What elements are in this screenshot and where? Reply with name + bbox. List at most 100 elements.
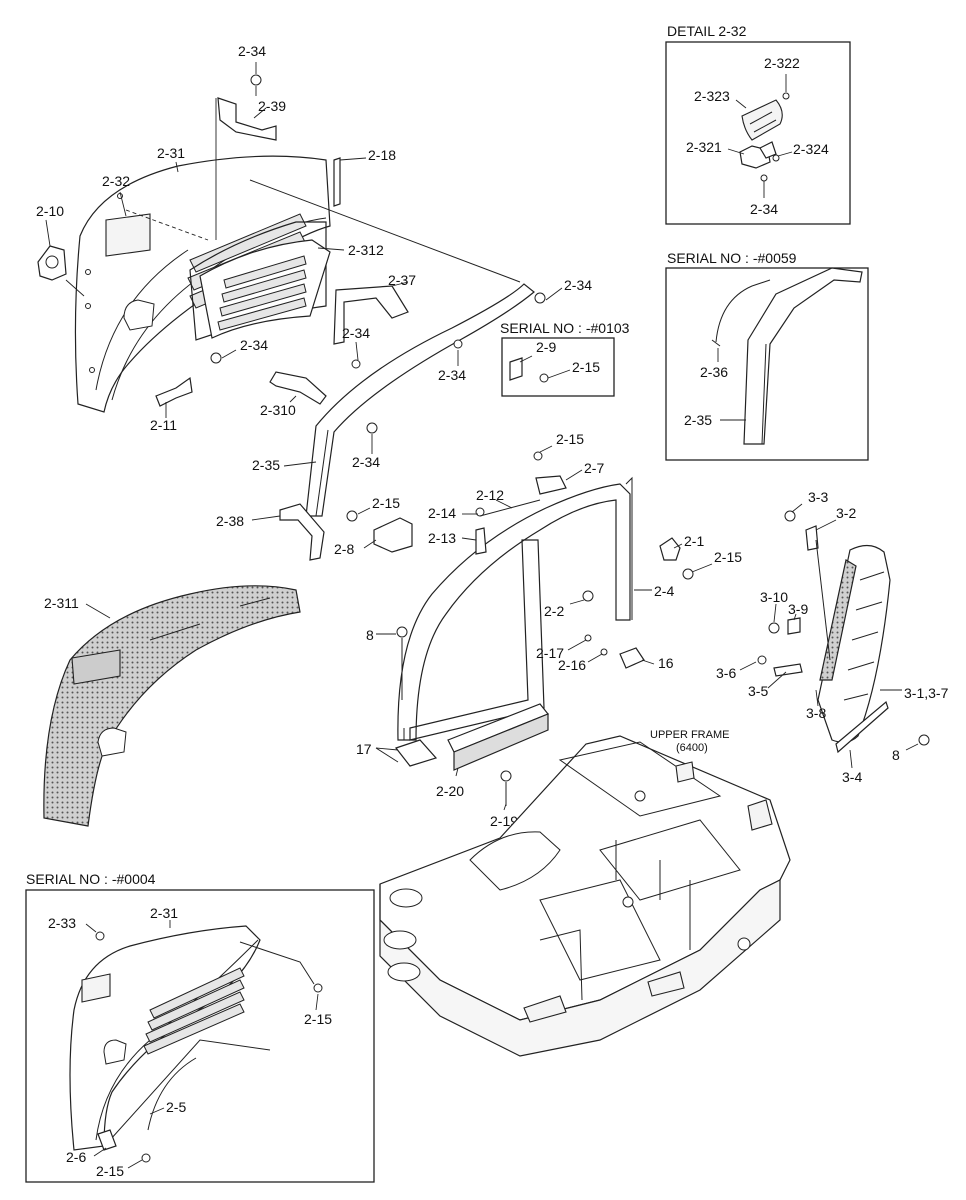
bolt-2-15 — [539, 373, 549, 383]
lamp-2-10 — [37, 245, 85, 297]
label-2-16: 2-16 — [558, 657, 586, 673]
detail-title: DETAIL 2-32 — [667, 23, 747, 39]
label-2-34-top: 2-34 — [238, 43, 266, 59]
serial-0004-title: SERIAL NO : -#0004 — [26, 871, 156, 887]
label-2-34: 2-34 — [750, 201, 778, 217]
part-3-5 — [773, 663, 803, 677]
label-2-7: 2-7 — [584, 460, 604, 476]
part-16 — [619, 647, 645, 669]
label-2-35: 2-35 — [252, 457, 280, 473]
label-2-5: 2-5 — [166, 1099, 186, 1115]
label-2-10: 2-10 — [36, 203, 64, 219]
part-2-13 — [475, 527, 487, 555]
label-3-4: 3-4 — [842, 769, 862, 785]
part-17 — [395, 739, 438, 767]
label-3-1-3-7: 3-1,3-7 — [904, 685, 949, 701]
arm-2-35 — [305, 283, 535, 517]
label-2-32: 2-32 — [102, 173, 130, 189]
label-2-323: 2-323 — [694, 88, 730, 104]
label-2-6: 2-6 — [66, 1149, 86, 1165]
bracket-2-11 — [155, 376, 193, 407]
label-2-9: 2-9 — [536, 339, 556, 355]
label-2-15-a: 2-15 — [572, 359, 600, 375]
bracket-2-36 — [715, 279, 771, 343]
label-3-2: 3-2 — [836, 505, 856, 521]
label-2-20: 2-20 — [436, 783, 464, 799]
label-17: 17 — [356, 741, 372, 757]
screw-2-322 — [782, 92, 790, 100]
label-2-31: 2-31 — [157, 145, 185, 161]
label-2-35: 2-35 — [684, 412, 712, 428]
cover-2-31 — [74, 155, 331, 413]
label-2-4: 2-4 — [654, 583, 674, 599]
bracket-2-38 — [279, 503, 325, 561]
detail-2-32-box: DETAIL 2-32 2-322 2-323 2-321 2-324 2-34 — [665, 23, 851, 225]
upper-frame: UPPER FRAME (6400) — [379, 729, 791, 1057]
label-2-15-c: 2-15 — [372, 495, 400, 511]
label-3-9: 3-9 — [788, 601, 808, 617]
serial-0103-title: SERIAL NO : -#0103 — [500, 320, 630, 336]
label-2-36: 2-36 — [700, 364, 728, 380]
label-3-5: 3-5 — [748, 683, 768, 699]
label-3-10: 3-10 — [760, 589, 788, 605]
plate-2-9 — [509, 357, 523, 381]
side-labels: 3-3 3-2 3-10 3-9 3-6 3-5 3-8 3-1,3-7 3-4… — [716, 489, 949, 785]
label-2-11: 2-11 — [150, 417, 177, 433]
frame-labels: 2-15 2-7 2-12 2-14 2-15 2-13 2-8 2-1 2-1… — [334, 431, 742, 829]
label-2-311: 2-311 — [44, 595, 79, 611]
label-2-38: 2-38 — [216, 513, 244, 529]
bracket-2-37 — [333, 285, 409, 345]
part-2-8 — [373, 517, 413, 553]
insulation-2-311 — [43, 585, 301, 827]
label-2-324: 2-324 — [793, 141, 829, 157]
label-2-39: 2-39 — [258, 98, 286, 114]
part-3-2 — [805, 525, 819, 551]
cover-plate-2-323 — [741, 99, 783, 141]
side-cover-3-1 — [757, 510, 930, 754]
label-2-34-f: 2-34 — [352, 454, 380, 470]
panel-2-32 — [105, 213, 151, 257]
label-2-15-d: 2-15 — [714, 549, 742, 565]
label-2-15-b: 2-15 — [556, 431, 584, 447]
bracket-2-39 — [215, 97, 277, 240]
label-2-310: 2-310 — [260, 402, 296, 418]
bolt-2-34-top — [250, 74, 262, 86]
upper-frame-number: (6400) — [676, 742, 708, 754]
label-2-17: 2-17 — [536, 645, 564, 661]
label-2-15-e: 2-15 — [304, 1011, 332, 1027]
label-3-8: 3-8 — [806, 705, 826, 721]
label-2-31-b: 2-31 — [150, 905, 178, 921]
strip-3-4 — [835, 700, 889, 754]
label-2-8: 2-8 — [334, 541, 354, 557]
label-2-14: 2-14 — [428, 505, 456, 521]
serial-0059-box: SERIAL NO : -#0059 2-36 2-35 — [665, 250, 869, 461]
part-2-1 — [659, 537, 681, 561]
label-2-13: 2-13 — [428, 530, 456, 546]
label-2-12: 2-12 — [476, 487, 504, 503]
label-8-right: 8 — [892, 747, 900, 763]
label-2-34-b: 2-34 — [342, 325, 370, 341]
label-8-left: 8 — [366, 627, 374, 643]
frame-2-35 — [743, 267, 863, 445]
label-2-1: 2-1 — [684, 533, 704, 549]
upper-frame-title: UPPER FRAME — [650, 729, 729, 741]
label-2-34-d: 2-34 — [438, 367, 466, 383]
label-2-321: 2-321 — [686, 139, 722, 155]
label-2-37: 2-37 — [388, 272, 416, 288]
frame-2-4 — [346, 451, 694, 806]
label-2-34-c: 2-34 — [240, 337, 268, 353]
label-2-18: 2-18 — [368, 147, 396, 163]
label-16: 16 — [658, 655, 674, 671]
cover-labels: 2-34 2-39 2-31 2-32 2-10 2-18 2-312 2-37… — [36, 43, 592, 611]
pin-3-9 — [787, 617, 801, 635]
label-2-312: 2-312 — [348, 242, 384, 258]
label-3-3: 3-3 — [808, 489, 828, 505]
label-2-2: 2-2 — [544, 603, 564, 619]
serial-0059-title: SERIAL NO : -#0059 — [667, 250, 797, 266]
strip-2-18 — [333, 157, 341, 207]
label-2-34-e: 2-34 — [564, 277, 592, 293]
label-2-15-f: 2-15 — [96, 1163, 124, 1179]
label-3-6: 3-6 — [716, 665, 736, 681]
label-2-33: 2-33 — [48, 915, 76, 931]
